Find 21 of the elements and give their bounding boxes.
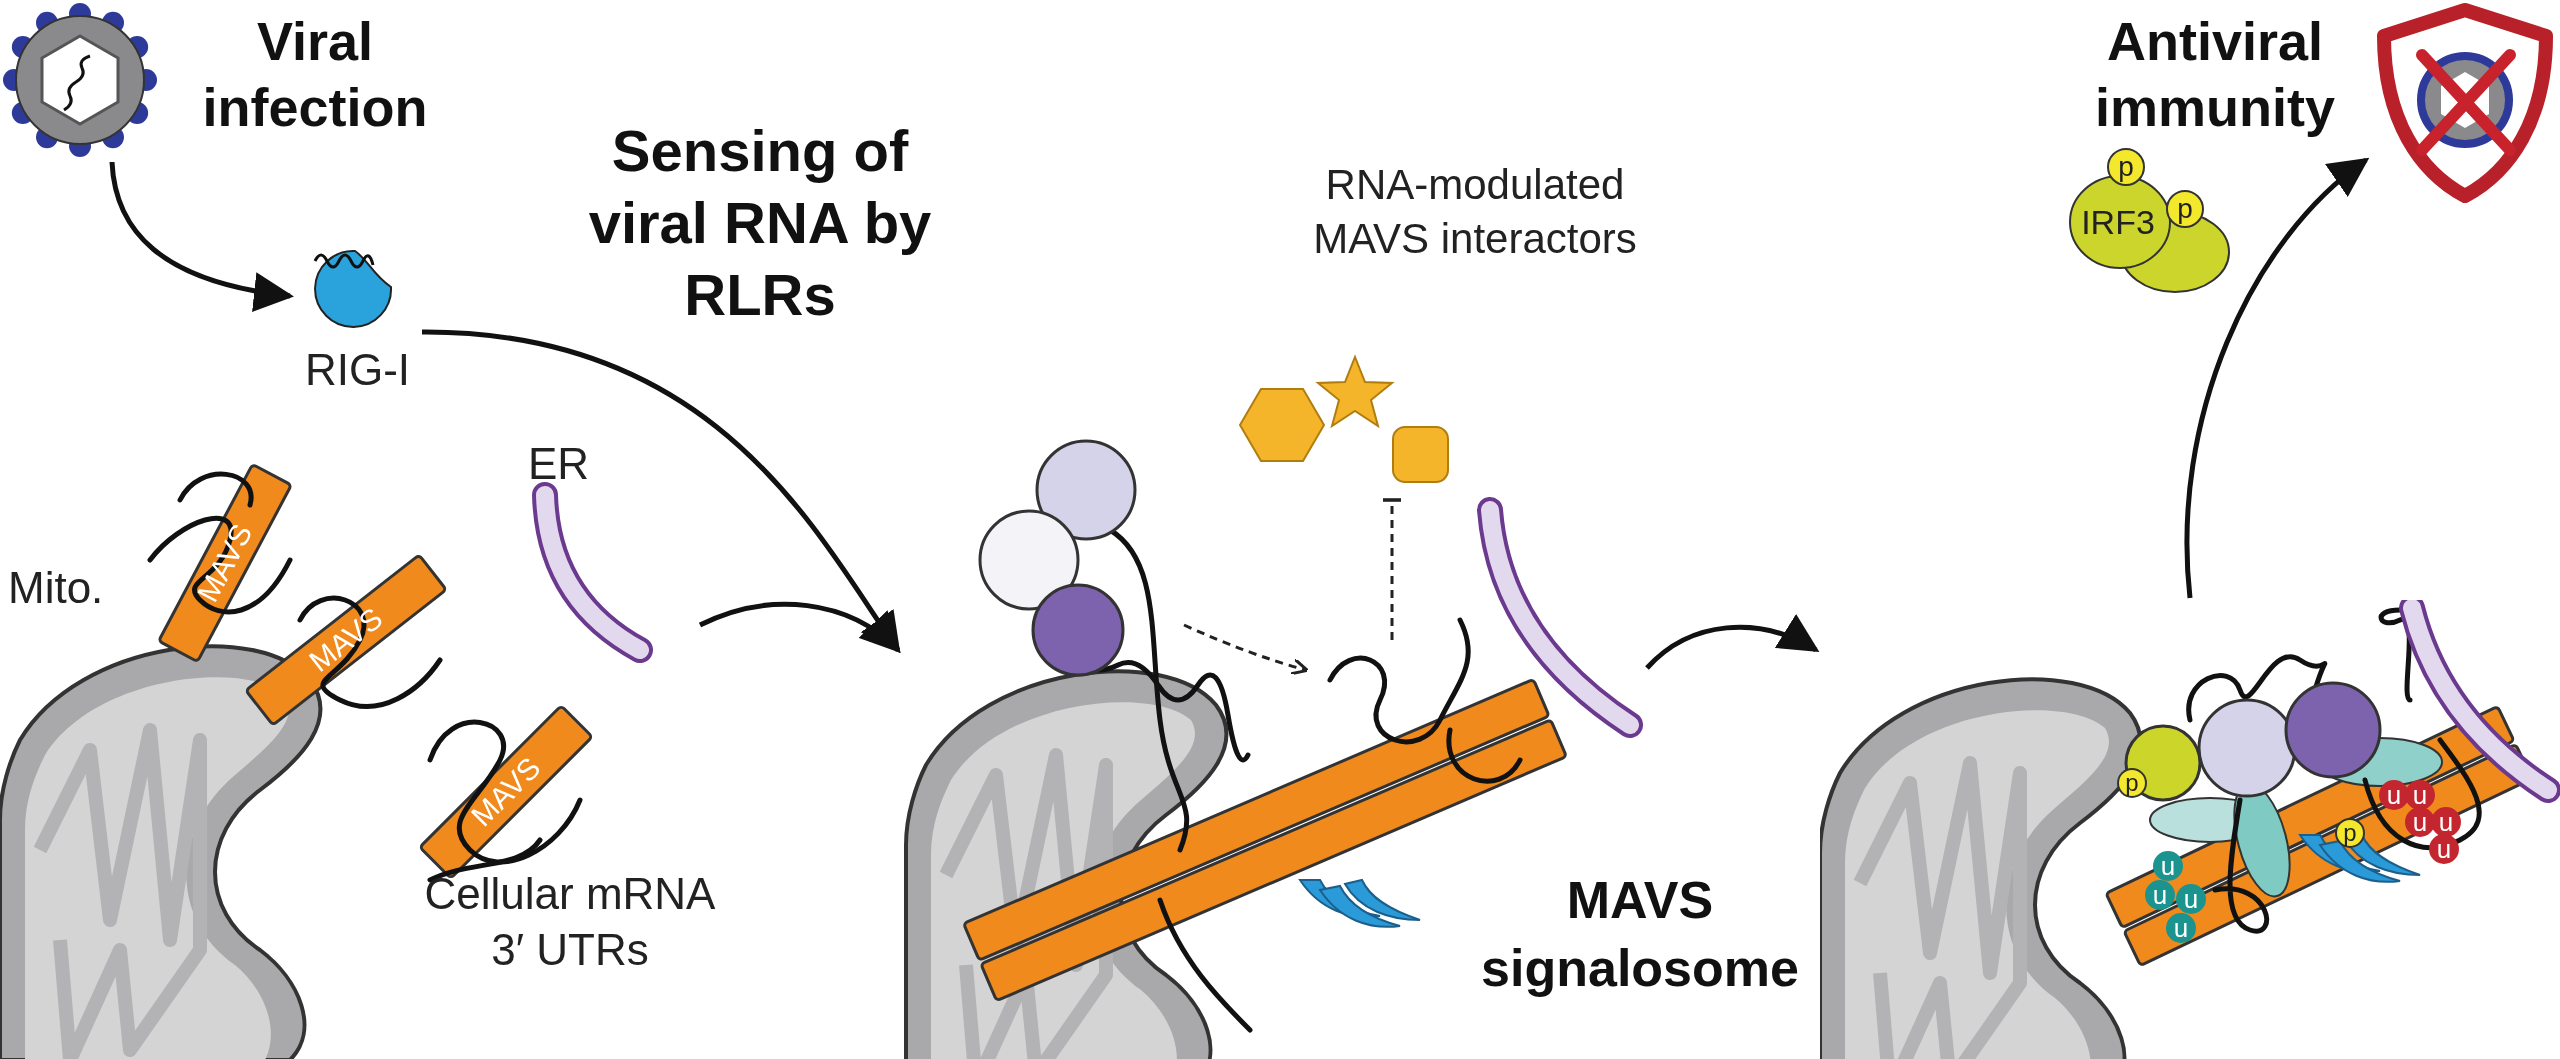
- arrow: [2184, 157, 2370, 599]
- phosphate-badge: p: [2166, 190, 2204, 228]
- signalosome-drawing: [1820, 600, 2560, 1059]
- protein-label: RIG-I: [304, 345, 411, 395]
- heading: Antiviral immunity: [2094, 10, 2336, 139]
- arrow: [421, 329, 901, 654]
- protein-label: IRF3: [2081, 205, 2155, 239]
- ubiquitin-badge: u: [2429, 834, 2459, 864]
- annotation-label: ER: [528, 438, 590, 490]
- heading: Sensing of viral RNA by RLRs: [587, 117, 933, 329]
- heading: Viral infection: [201, 10, 429, 139]
- arrow: [699, 601, 901, 653]
- annotation-label: Cellular mRNA 3′ UTRs: [423, 868, 717, 976]
- phosphate-badge: p: [2107, 148, 2145, 186]
- arrow: [109, 161, 294, 311]
- annotation-label: RNA-modulated MAVS interactors: [1312, 160, 1638, 264]
- annotation-label: Mito.: [8, 562, 104, 614]
- ubiquitin-badge: u: [2153, 851, 2183, 881]
- virus-drawing: [0, 0, 160, 160]
- arrow: [1645, 615, 1820, 670]
- heading: MAVS signalosome: [1480, 870, 1800, 999]
